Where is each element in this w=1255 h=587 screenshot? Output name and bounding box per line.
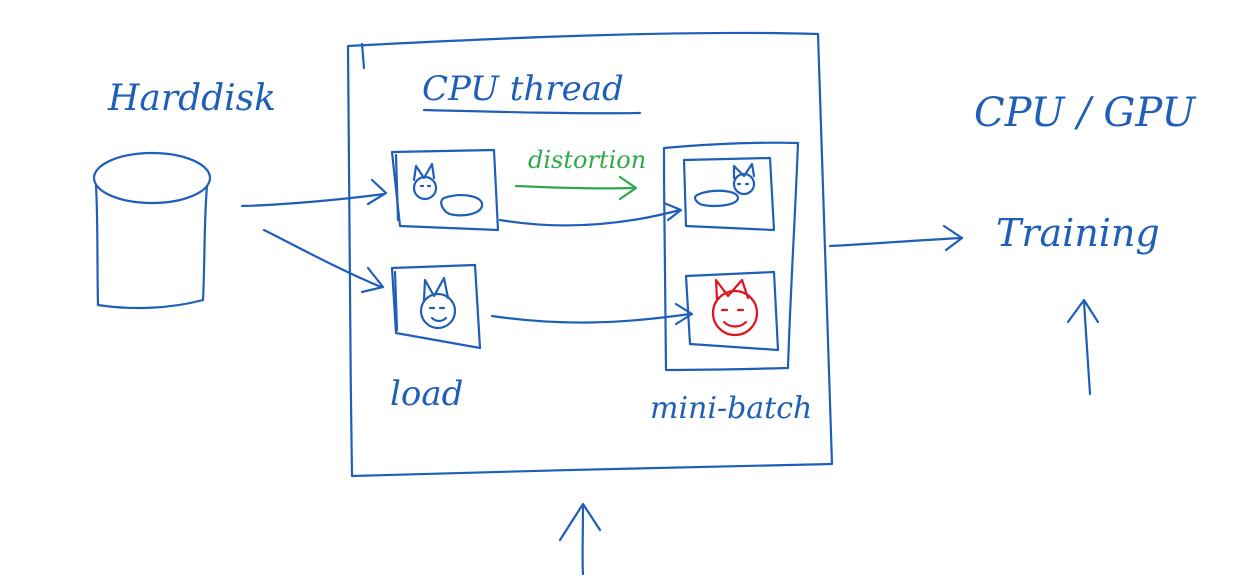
cpu-gpu-label: CPU / GPU [974, 90, 1197, 136]
cpu-thread-label: CPU thread [422, 69, 624, 109]
harddisk-cylinder-icon [92, 151, 212, 310]
harddisk-label: Harddisk [107, 78, 276, 119]
disk-to-load-arrow-1-head [366, 178, 388, 206]
batch-to-training-arrow [828, 236, 964, 248]
loaded-image-2 [390, 263, 482, 350]
disk-to-load-arrow-2-head [360, 266, 385, 294]
image1-to-batch-arrow-head [662, 201, 683, 222]
distortion-label: distortion [528, 146, 646, 174]
cpu-thread-box [346, 31, 834, 478]
cpu-thread-underline [422, 108, 642, 115]
mini-batch-label: mini-batch [650, 391, 812, 426]
distortion-arrow-head [618, 175, 638, 201]
training-up-arrow-head [1066, 298, 1100, 324]
batch-to-training-arrow-head [942, 224, 964, 252]
image2-to-batch-arrow-head [674, 302, 694, 326]
training-label: Training [996, 211, 1160, 255]
batch-image-distorted [684, 270, 780, 352]
image1-to-batch-arrow [498, 208, 682, 227]
distortion-arrow [514, 184, 636, 190]
disk-to-load-arrow-2 [262, 228, 383, 289]
disk-to-load-arrow-1 [240, 192, 386, 208]
load-label: load [390, 374, 463, 414]
cpu-thread-up-arrow-head [558, 502, 602, 542]
loaded-image-1 [390, 148, 500, 232]
batch-image-flipped [682, 156, 776, 232]
training-up-arrow [1082, 300, 1092, 396]
mini-batch-box [662, 141, 800, 372]
image2-to-batch-arrow [490, 312, 692, 324]
cpu-thread-box-corner [360, 42, 366, 70]
